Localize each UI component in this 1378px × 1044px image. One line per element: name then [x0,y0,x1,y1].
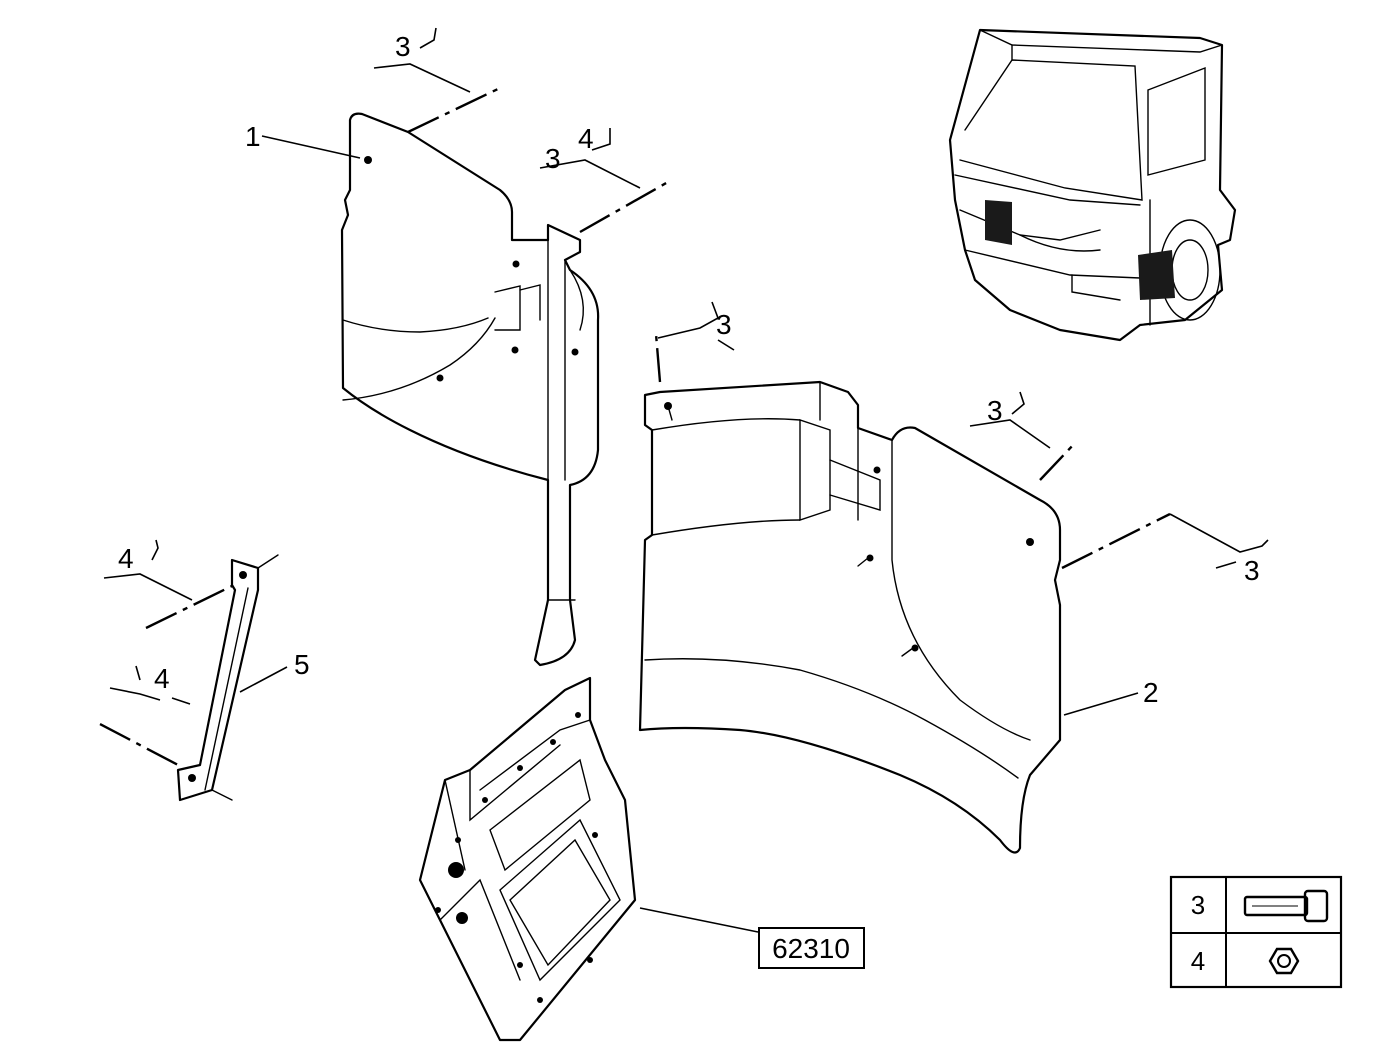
nut-icon [1268,947,1300,975]
callout-3-center: 3 [716,309,732,340]
callout-4-upper-mid: 4 [578,123,594,154]
callout-3-upper-mid: 3 [545,143,561,174]
callout-labels: 1 2 5 3 3 4 3 3 3 4 4 [118,31,1260,708]
reference-number: 62310 [772,933,850,964]
legend-label-nut: 4 [1191,946,1205,976]
callout-5: 5 [294,649,310,680]
callout-3-right-upper: 3 [987,395,1003,426]
mounting-bracket [418,676,637,1042]
mudguard-left [340,112,600,667]
bolt-icon [1243,889,1329,923]
fastener-legend: 3 4 [1169,875,1343,989]
callout-4-left-upper: 4 [118,543,134,574]
callout-1: 1 [245,121,261,152]
callout-4-left-lower: 4 [154,663,170,694]
leader-lines [103,27,1269,933]
callout-3-top: 3 [395,31,411,62]
legend-label-bolt: 3 [1191,890,1205,920]
truck-cab [948,28,1237,342]
callout-3-right-lower: 3 [1244,555,1260,586]
callout-2: 2 [1143,677,1159,708]
bolt-axes [99,86,1171,768]
support-strap [176,554,279,802]
mudguard-right [638,380,1062,854]
reference-box: 62310 [758,927,865,969]
